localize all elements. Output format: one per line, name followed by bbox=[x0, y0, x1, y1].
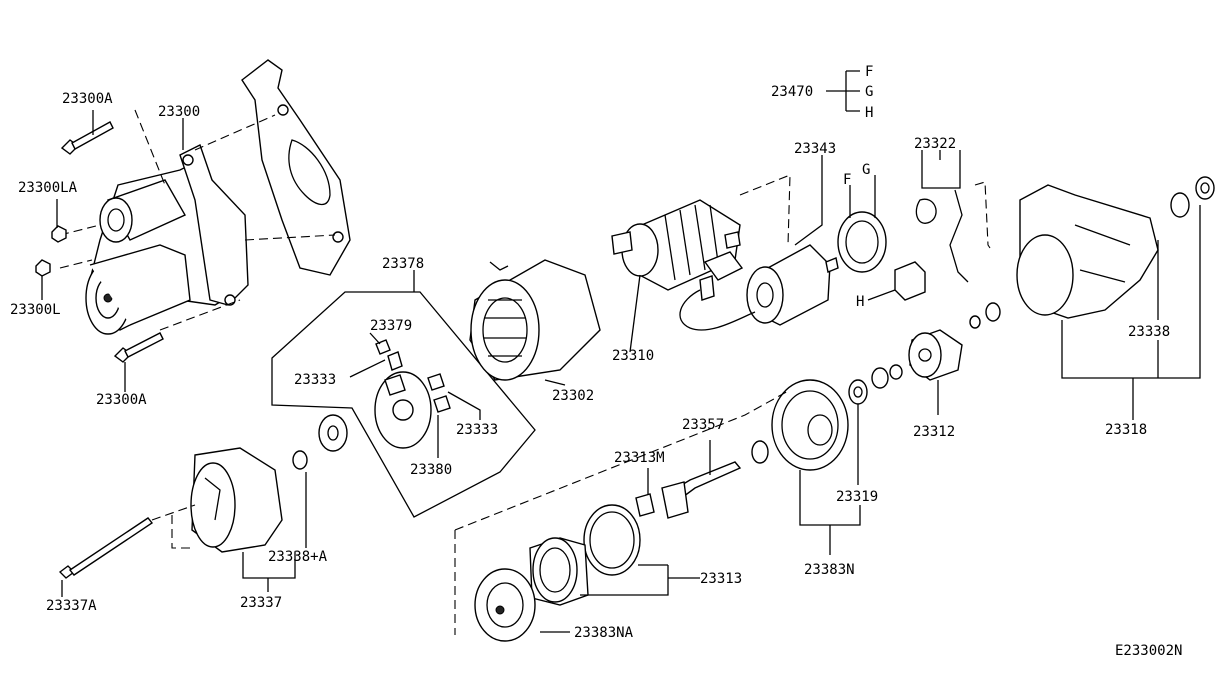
callout-23333-left: 23333 bbox=[294, 372, 336, 388]
callout-23312: 23312 bbox=[913, 424, 955, 440]
variant-F: F bbox=[865, 64, 873, 80]
solenoid-drawing bbox=[679, 244, 839, 331]
yoke-field-coil-drawing bbox=[469, 259, 601, 381]
callout-23313M: 23313M bbox=[614, 450, 665, 466]
callout-23383N: 23383N bbox=[804, 562, 855, 578]
callout-23343: 23343 bbox=[794, 141, 836, 157]
callout-23322: 23322 bbox=[914, 136, 956, 152]
callout-23338: 23338 bbox=[1128, 324, 1170, 340]
callout-23302: 23302 bbox=[552, 388, 594, 404]
callout-23379: 23379 bbox=[370, 318, 412, 334]
callout-23378: 23378 bbox=[382, 256, 424, 272]
callout-23333-right: 23333 bbox=[456, 422, 498, 438]
part-letter-G: G bbox=[862, 162, 870, 178]
callout-23313: 23313 bbox=[700, 571, 742, 587]
rear-cover-drawing bbox=[58, 447, 308, 579]
callout-23383NA: 23383NA bbox=[574, 625, 634, 641]
brush-holder-group bbox=[271, 291, 536, 518]
callout-23338A: 23338+A bbox=[268, 549, 328, 565]
callout-23300: 23300 bbox=[158, 104, 200, 120]
callout-23470: 23470 bbox=[771, 84, 813, 100]
callout-23300L: 23300L bbox=[10, 302, 61, 318]
callout-23380: 23380 bbox=[410, 462, 452, 478]
callout-23300LA: 23300LA bbox=[18, 180, 78, 196]
callout-23318: 23318 bbox=[1105, 422, 1147, 438]
diagram-id: E233002N bbox=[1115, 643, 1182, 659]
callout-23337A: 23337A bbox=[46, 598, 97, 614]
callout-23319: 23319 bbox=[836, 489, 878, 505]
part-letter-F: F bbox=[843, 172, 851, 188]
callout-23300A-bottom: 23300A bbox=[96, 392, 147, 408]
internal-gear-drawing bbox=[454, 389, 791, 642]
drive-housing-drawing bbox=[1016, 176, 1215, 319]
callout-23310: 23310 bbox=[612, 348, 654, 364]
rings-and-clips bbox=[837, 181, 991, 301]
starter-assembly-drawing bbox=[35, 59, 351, 363]
leader-lines bbox=[41, 70, 1201, 633]
callout-23300A-top: 23300A bbox=[62, 91, 113, 107]
pinion-gear-drawing bbox=[848, 302, 1001, 405]
variant-H: H bbox=[865, 105, 873, 121]
variant-G: G bbox=[865, 84, 873, 100]
callout-23337: 23337 bbox=[240, 595, 282, 611]
pinion-shaft-drawing bbox=[635, 461, 742, 519]
part-letter-H: H bbox=[856, 294, 864, 310]
callout-23357: 23357 bbox=[682, 417, 724, 433]
gear-cover-drawing bbox=[751, 379, 849, 471]
callout-labels: 23300A 23300 23300LA 23300L 23300A 23378… bbox=[10, 64, 1182, 659]
